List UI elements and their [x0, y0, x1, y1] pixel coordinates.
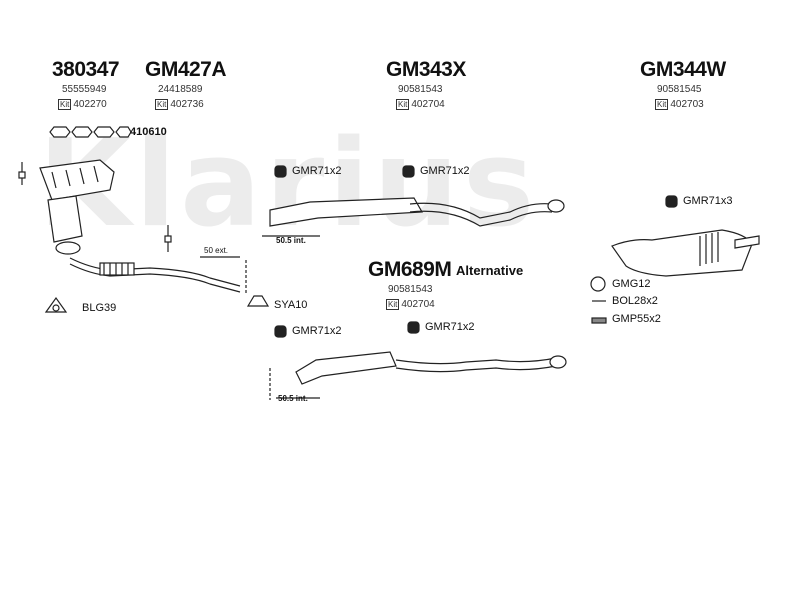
catalytic-converter [47, 195, 83, 243]
extension-label: 50 ext. [204, 246, 229, 255]
centre-silencer [269, 197, 424, 227]
hanger-label: GMR71x2 [292, 325, 342, 337]
hanger-label: GMR71x2 [292, 165, 342, 177]
brand-watermark: Klarius [38, 115, 539, 254]
part-code-380347: 380347 [52, 58, 120, 81]
clamp-icon [591, 317, 607, 324]
internal-diameter-label: 50.5 int. [278, 394, 308, 403]
flex-section [99, 262, 135, 276]
hanger-label: GMR71x2 [425, 321, 475, 333]
bolt-label: BOL28x2 [612, 295, 658, 307]
bracket-icon [246, 295, 270, 307]
alternative-label: Alternative [456, 263, 524, 278]
gasket-ring-label: GMG12 [612, 278, 651, 290]
part-code-gm427a: GM427A [145, 58, 227, 81]
flange-label: BLG39 [82, 302, 117, 314]
bracket-label: SYA10 [274, 299, 308, 311]
gasket-ring-icon [590, 276, 606, 292]
part-number: 90581543 [398, 84, 443, 95]
part-number: 90581543 [388, 284, 433, 295]
rubber-hanger-icon [274, 165, 287, 178]
internal-diameter-label: 50.5 int. [276, 236, 306, 245]
hanger-label: GMR71x3 [683, 195, 733, 207]
hanger-label: GMR71x2 [420, 165, 470, 177]
part-number: 24418589 [158, 84, 203, 95]
part-number: 90581545 [657, 84, 702, 95]
part-code-gm343x: GM343X [386, 58, 466, 81]
manifold-gasket [49, 126, 132, 138]
part-number: 55555949 [62, 84, 107, 95]
exhaust-manifold [39, 159, 115, 201]
part-code-gm689m: GM689M [368, 258, 452, 281]
part-code-gm344w: GM344W [640, 58, 726, 81]
clamp-label: GMP55x2 [612, 313, 661, 325]
alternative-silencer [295, 351, 397, 385]
rear-silencer [611, 229, 753, 277]
gasket-label: 410610 [130, 126, 167, 138]
front-pipe [69, 257, 241, 287]
